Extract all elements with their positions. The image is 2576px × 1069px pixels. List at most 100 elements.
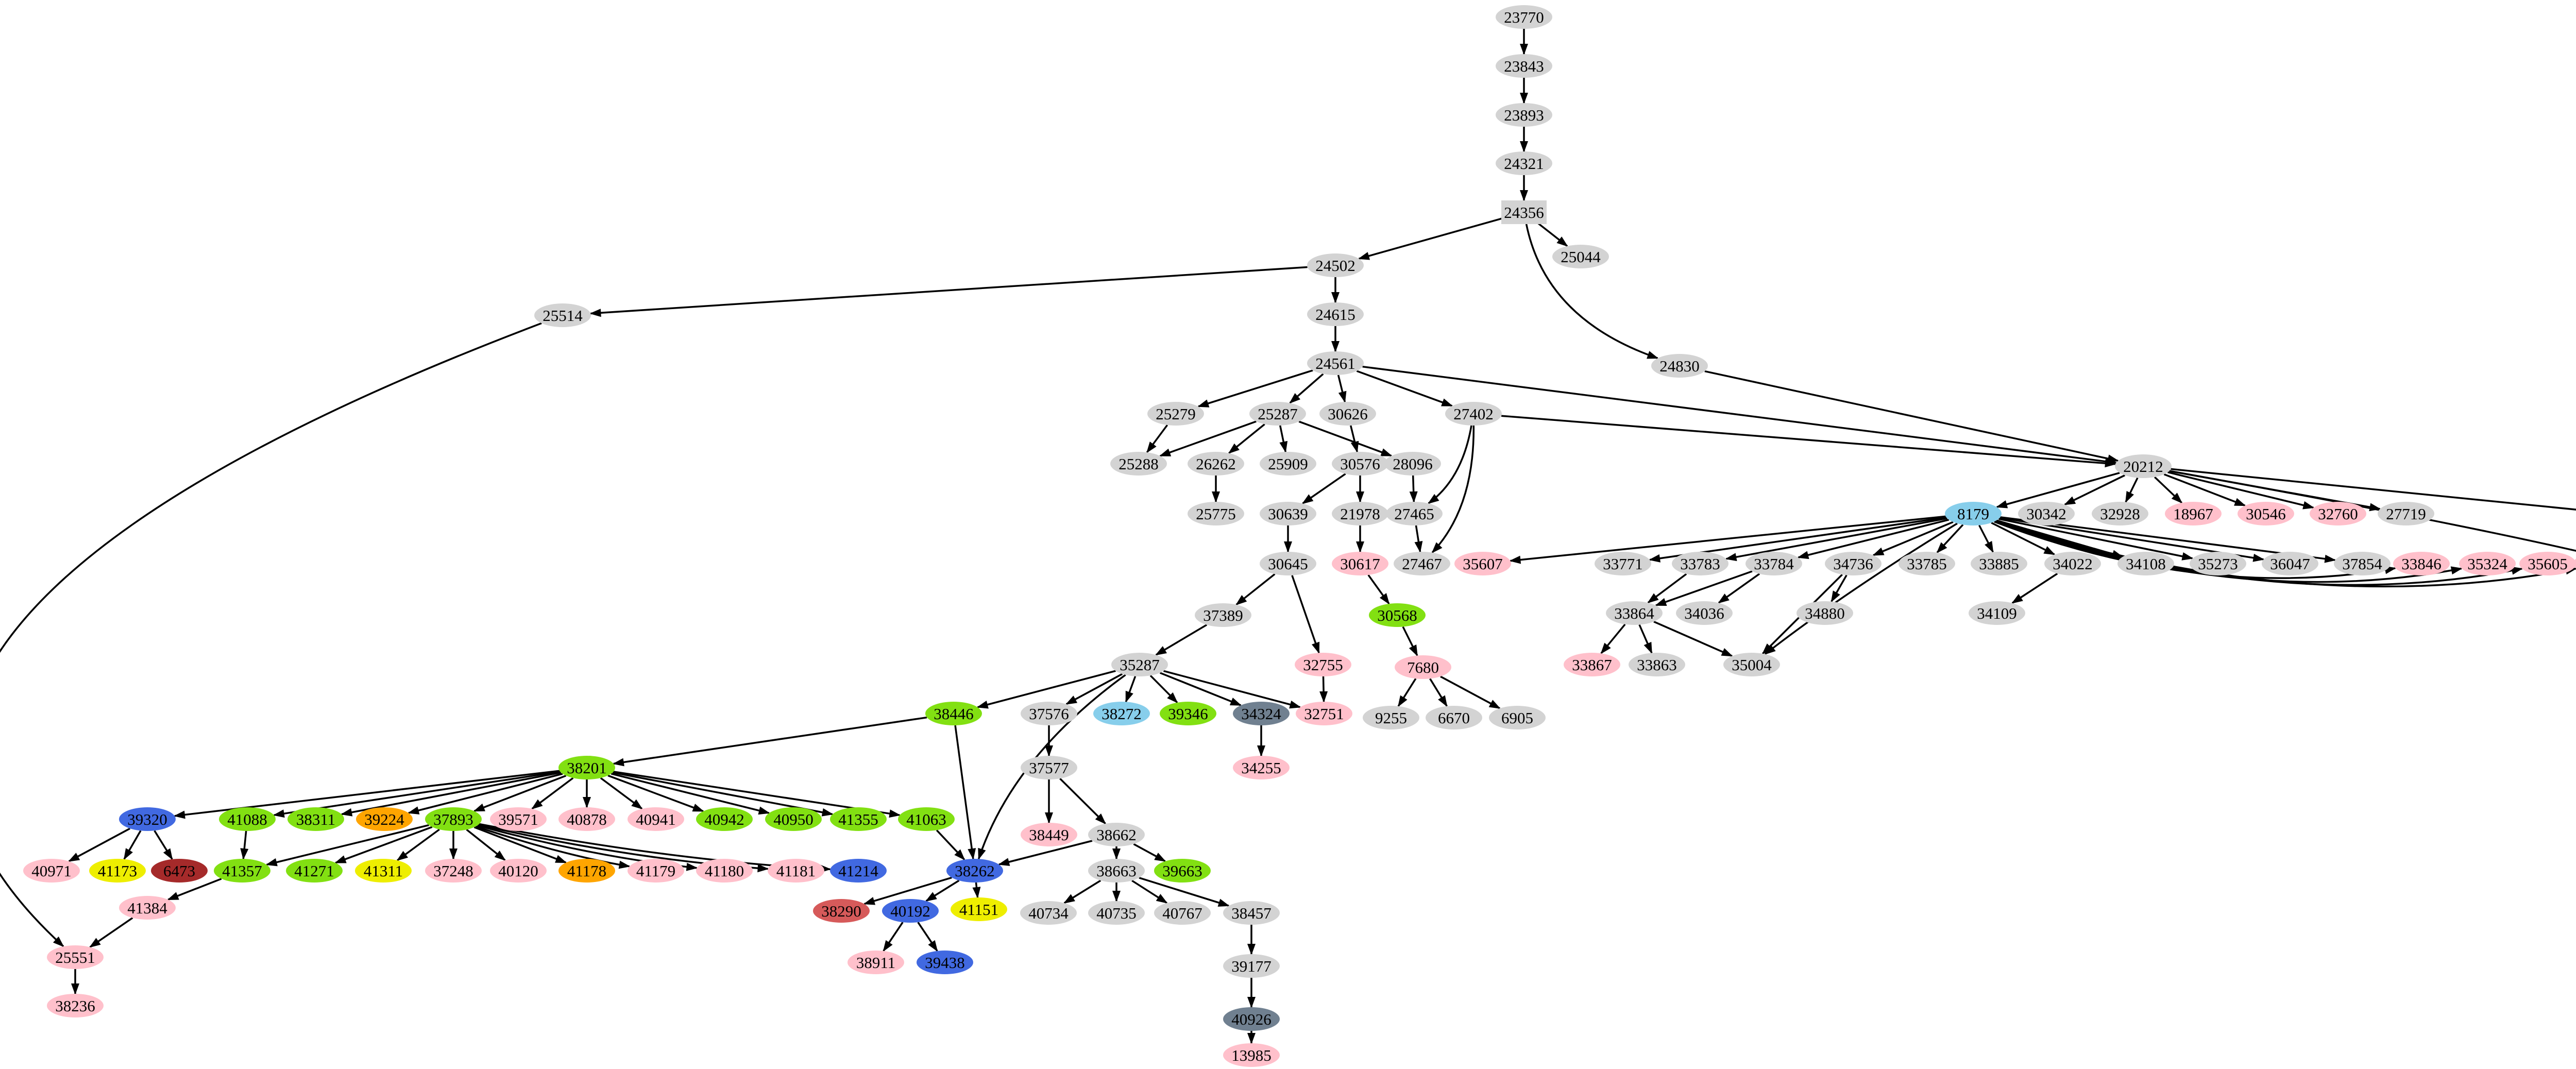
node-ellipse-24561 (1307, 351, 1364, 375)
node-ellipse-40878 (558, 807, 615, 831)
node-ellipse-36047 (2262, 552, 2318, 575)
node-ellipse-41357 (214, 859, 270, 883)
node-label-33846: 33846 (2401, 555, 2442, 573)
graph-node-39224: 39224 (356, 807, 413, 831)
graph-node-38446: 38446 (925, 702, 982, 725)
graph-node-32751: 32751 (1296, 702, 1352, 725)
graph-node-41271: 41271 (286, 859, 343, 883)
node-ellipse-20212 (2115, 454, 2172, 478)
graph-node-35004: 35004 (1723, 653, 1780, 676)
node-ellipse-25775 (1188, 502, 1244, 525)
node-ellipse-30342 (2018, 502, 2075, 525)
edge-27402-20212 (1501, 415, 2116, 468)
node-label-23770: 23770 (1504, 8, 1544, 26)
node-label-32760: 32760 (2318, 505, 2358, 523)
node-label-40878: 40878 (567, 810, 607, 828)
edge-38662-38262 (998, 840, 1093, 866)
edge-24561-27402 (1356, 370, 1453, 407)
graph-node-40767: 40767 (1154, 901, 1211, 925)
graph-node-38449: 38449 (1021, 823, 1077, 846)
graph-node-18967: 18967 (2165, 502, 2222, 525)
node-ellipse-27402 (1445, 402, 1502, 426)
graph-node-34109: 34109 (1969, 601, 2025, 625)
node-label-38449: 38449 (1029, 826, 1069, 844)
node-label-38911: 38911 (856, 954, 895, 972)
graph-node-27465: 27465 (1386, 502, 1443, 525)
edge-33784-34036 (1718, 573, 1760, 604)
edge-8179-34736 (1872, 521, 1954, 556)
graph-node-41063: 41063 (898, 807, 955, 831)
edge-25287-25909 (1279, 425, 1288, 453)
node-label-41180: 41180 (705, 862, 744, 880)
graph-node-6473: 6473 (151, 859, 208, 883)
node-ellipse-26262 (1188, 452, 1244, 476)
graph-node-35606: 35606 (2573, 558, 2576, 569)
graph-node-27402: 27402 (1445, 402, 1502, 426)
graph-node-38911: 38911 (848, 951, 904, 974)
node-label-38236: 38236 (55, 997, 95, 1015)
node-ellipse-40767 (1154, 901, 1211, 925)
node-label-34022: 34022 (2053, 555, 2093, 573)
graph-node-13985: 13985 (1223, 1043, 1280, 1067)
node-ellipse-40950 (765, 807, 822, 831)
graph-node-30342: 30342 (2018, 502, 2075, 525)
node-label-24502: 24502 (1315, 257, 1355, 275)
node-label-37577: 37577 (1029, 759, 1069, 777)
edge-8179-35606 (1995, 520, 2576, 588)
node-ellipse-41179 (628, 859, 684, 883)
node-ellipse-37389 (1195, 603, 1251, 627)
edge-7680-6670 (1429, 678, 1448, 707)
node-label-39571: 39571 (498, 810, 538, 828)
node-label-38663: 38663 (1096, 862, 1137, 880)
node-ellipse-33864 (1606, 601, 1663, 625)
edge-30568-7680 (1402, 626, 1418, 657)
node-ellipse-41063 (898, 807, 955, 831)
node-ellipse-34880 (1797, 601, 1853, 625)
node-ellipse-35605 (2519, 552, 2576, 575)
edge-38201-40950 (611, 773, 770, 815)
node-label-39438: 39438 (925, 954, 965, 972)
node-ellipse-35324 (2459, 552, 2516, 575)
edge-35287-38446 (976, 670, 1116, 709)
node-label-41355: 41355 (838, 810, 878, 828)
graph-node-25287: 25287 (1249, 402, 1306, 426)
edge-37893-41179 (475, 825, 631, 869)
edge-41384-25551 (89, 917, 133, 948)
graph-node-35324: 35324 (2459, 552, 2516, 575)
edge-37893-40120 (466, 828, 506, 861)
edge-38446-38262 (954, 725, 976, 860)
node-ellipse-30626 (1319, 402, 1376, 426)
graph-node-39663: 39663 (1154, 859, 1211, 883)
node-ellipse-41180 (696, 859, 753, 883)
graph-node-23893: 23893 (1496, 103, 1552, 127)
edge-7680-6905 (1440, 675, 1501, 709)
node-ellipse-38662 (1088, 823, 1145, 846)
graph-node-39438: 39438 (917, 951, 973, 974)
graph-node-38262: 38262 (946, 859, 1003, 883)
edge-27465-27467 (1414, 525, 1423, 553)
edge-38262-40192 (925, 879, 960, 902)
node-ellipse-37854 (2334, 552, 2391, 575)
edge-33784-33864 (1655, 570, 1753, 606)
node-label-7680: 7680 (1407, 658, 1439, 676)
node-ellipse-40120 (490, 859, 547, 883)
edge-33783-33864 (1647, 573, 1687, 604)
graph-node-27719: 27719 (2378, 502, 2434, 525)
edge-20212-29464 (2171, 468, 2576, 511)
node-ellipse-7680 (1395, 655, 1451, 679)
node-ellipse-35273 (2190, 552, 2246, 575)
node-ellipse-34108 (2117, 552, 2174, 575)
node-label-33783: 33783 (1680, 555, 1720, 573)
edge-8179-33784 (1797, 519, 1950, 559)
node-label-41178: 41178 (567, 862, 606, 880)
graph-node-33771: 33771 (1595, 552, 1651, 575)
graph-node-28096: 28096 (1384, 452, 1441, 476)
node-ellipse-41384 (119, 896, 176, 920)
node-ellipse-33785 (1899, 552, 1955, 575)
node-label-39320: 39320 (127, 810, 167, 828)
node-label-23843: 23843 (1504, 57, 1544, 75)
node-label-33771: 33771 (1603, 555, 1643, 573)
graph-node-40971: 40971 (23, 859, 80, 883)
node-label-18967: 18967 (2173, 505, 2213, 523)
graph-node-8179: 8179 (1945, 502, 2002, 525)
